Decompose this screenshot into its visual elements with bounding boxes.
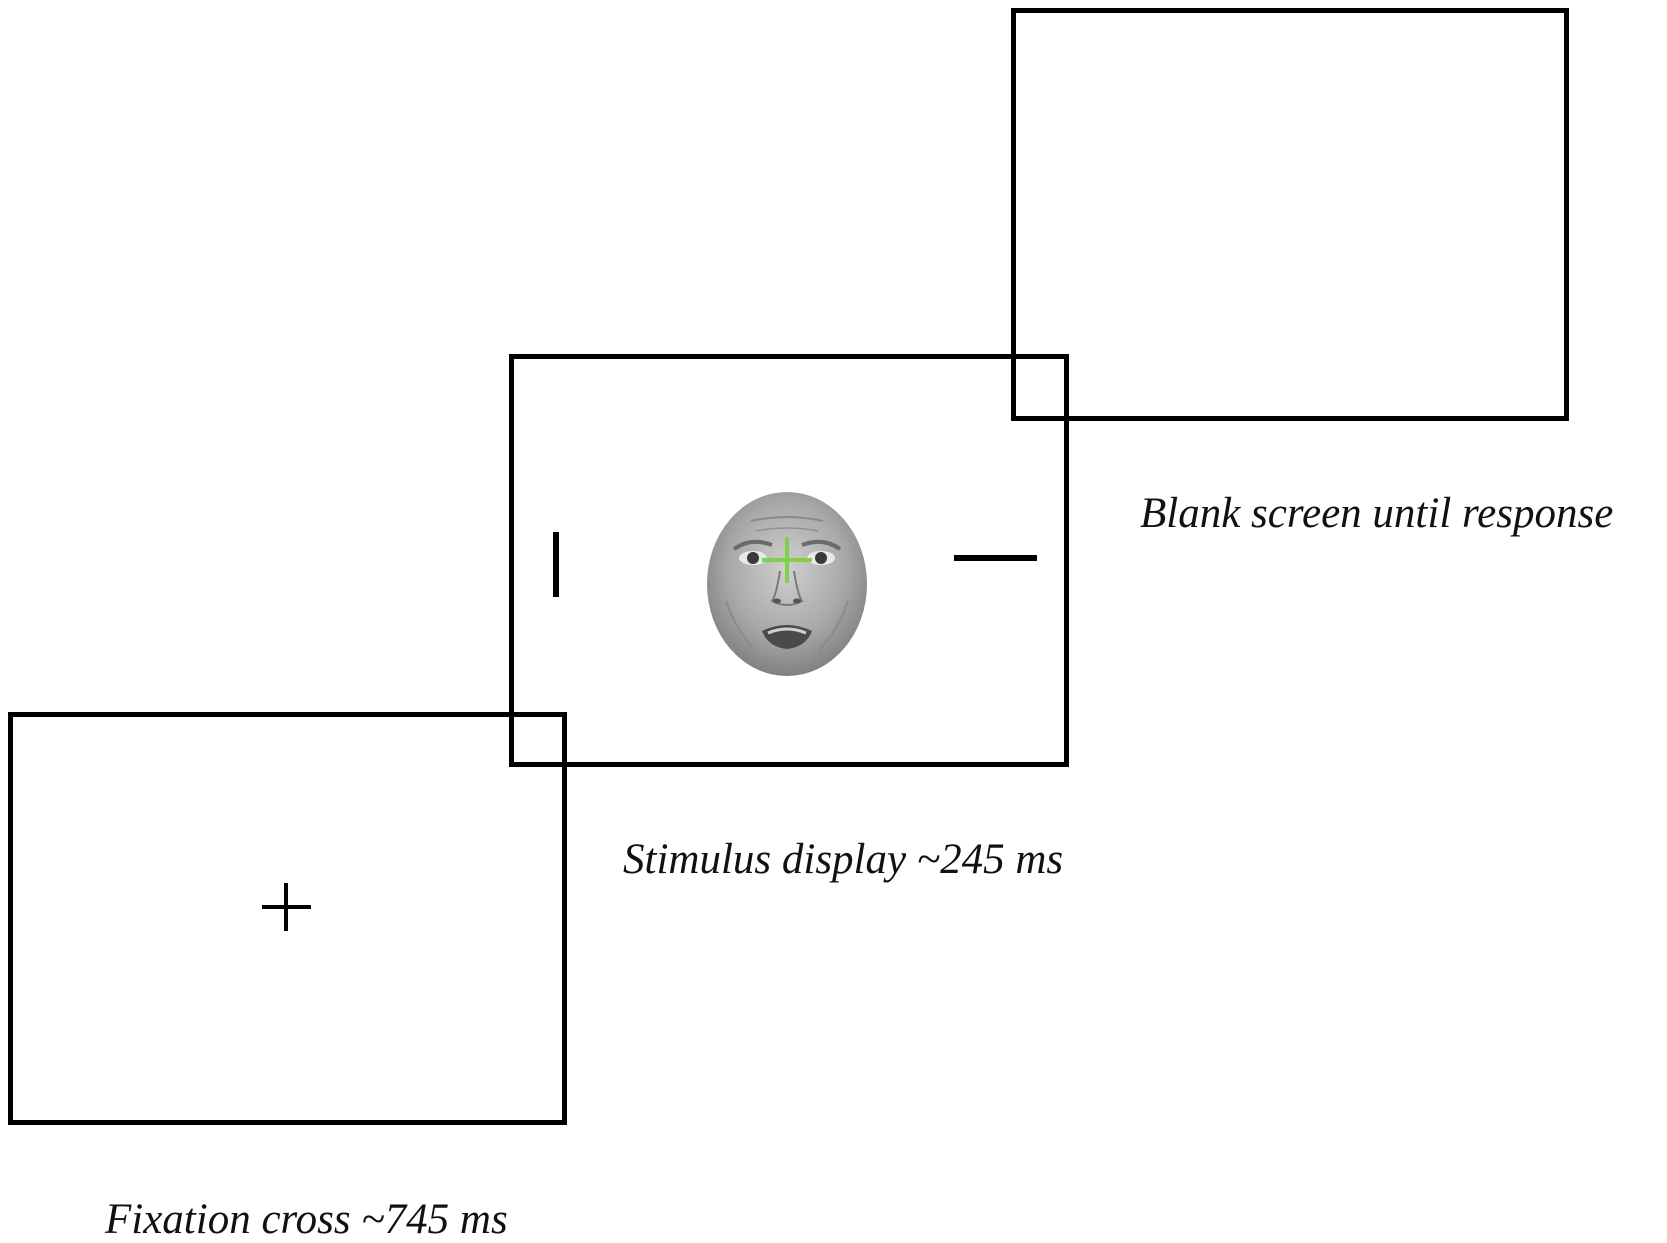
vertical-line-probe-icon bbox=[553, 532, 559, 597]
blank-screen-frame bbox=[1011, 8, 1569, 421]
fearful-child-face-icon bbox=[707, 492, 867, 676]
horizontal-line-probe-icon bbox=[954, 555, 1037, 561]
stimulus-screen-frame bbox=[509, 354, 1069, 767]
fixation-screen-frame bbox=[8, 712, 567, 1125]
fixation-cross-caption: Fixation cross ~745 ms bbox=[105, 1196, 508, 1243]
fixation-cross-vertical-bar bbox=[284, 883, 288, 931]
face-features bbox=[725, 516, 849, 652]
stimulus-display-caption: Stimulus display ~245 ms bbox=[623, 836, 1064, 883]
blank-screen-caption: Blank screen until response bbox=[1140, 490, 1614, 537]
green-fixation-cross-icon bbox=[762, 537, 812, 583]
